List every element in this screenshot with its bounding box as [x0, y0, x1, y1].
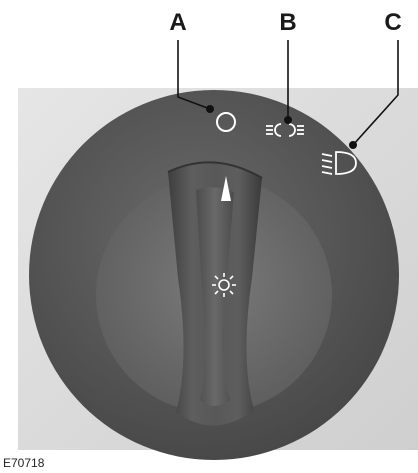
- callout-letter-c: C: [384, 9, 401, 36]
- callout-letter-b: B: [279, 9, 296, 36]
- callout-letter-a: A: [169, 9, 186, 36]
- figure-id: E70718: [3, 456, 45, 470]
